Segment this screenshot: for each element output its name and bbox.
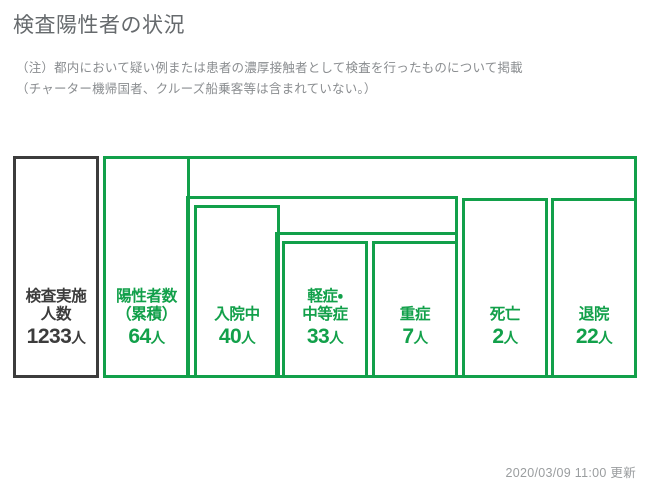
box-discharged-number: 22: [575, 324, 599, 348]
box-positive-unit: 人: [150, 330, 166, 347]
box-severe-number: 7: [402, 324, 414, 348]
box-mild-moderate-value: 33人: [285, 325, 365, 349]
box-discharged[interactable]: 退院 22人: [551, 198, 637, 378]
box-discharged-content: 退院 22人: [554, 306, 634, 375]
box-deaths-content: 死亡 2人: [465, 306, 545, 375]
box-tested[interactable]: 検査実施 人数 1233人: [13, 156, 99, 378]
box-mild-moderate-label-line2: 中等症: [302, 305, 348, 323]
box-severe-unit: 人: [413, 330, 429, 347]
box-hospitalized-unit: 人: [241, 330, 256, 347]
page-title: 検査陽性者の状況: [13, 14, 185, 37]
box-mild-moderate-label: 軽症・ 中等症: [285, 288, 365, 324]
box-tested-unit: 人: [71, 330, 86, 347]
box-mild-moderate-label-line1: 軽症・: [307, 287, 343, 305]
box-hospitalized-value: 40人: [197, 325, 277, 349]
box-tested-content: 検査実施 人数 1233人: [16, 288, 96, 375]
box-tested-number: 1233: [26, 324, 72, 348]
box-severe[interactable]: 重症 7人: [372, 241, 458, 378]
box-discharged-value: 22人: [554, 325, 634, 349]
box-deaths-value: 2人: [465, 325, 545, 349]
box-positive-value: 64人: [106, 325, 187, 349]
box-positive-label-line2: （累積）: [116, 305, 177, 323]
footer-updated-timestamp: 2020/03/09 11:00 更新: [505, 466, 636, 480]
box-tested-label-line2: 人数: [40, 305, 72, 323]
box-severe-label: 重症: [375, 306, 455, 324]
box-hospitalized-label-line1: 入院中: [214, 305, 260, 323]
box-discharged-label: 退院: [554, 306, 634, 324]
box-positive-label-line1: 陽性者数: [116, 287, 177, 305]
box-positive-label: 陽性者数 （累積）: [106, 288, 187, 324]
box-hospitalized[interactable]: 入院中 40人: [194, 205, 280, 378]
box-tested-label-line1: 検査実施: [25, 287, 87, 305]
box-severe-content: 重症 7人: [375, 306, 455, 375]
box-mild-moderate[interactable]: 軽症・ 中等症 33人: [282, 241, 368, 378]
box-positive-content: 陽性者数 （累積） 64人: [106, 288, 187, 375]
box-deaths-unit: 人: [503, 330, 519, 347]
box-deaths-label-line1: 死亡: [489, 305, 521, 323]
box-positive-number: 64: [128, 324, 151, 348]
box-positive[interactable]: 陽性者数 （累積） 64人: [103, 156, 190, 378]
box-deaths-label: 死亡: [465, 306, 545, 324]
box-severe-value: 7人: [375, 325, 455, 349]
box-discharged-label-line1: 退院: [578, 305, 610, 323]
box-tested-label: 検査実施 人数: [16, 288, 96, 324]
box-mild-moderate-content: 軽症・ 中等症 33人: [285, 288, 365, 375]
box-mild-moderate-unit: 人: [329, 330, 344, 347]
note-line-2: （チャーター機帰国者、クルーズ船乗客等は含まれていない。）: [16, 82, 377, 96]
box-tested-value: 1233人: [16, 325, 96, 349]
note-line-1: （注）都内において疑い例または患者の濃厚接触者として検査を行ったものについて掲載: [16, 61, 523, 75]
box-hospitalized-content: 入院中 40人: [197, 306, 277, 375]
box-severe-label-line1: 重症: [399, 305, 431, 323]
box-deaths[interactable]: 死亡 2人: [462, 198, 548, 378]
box-hospitalized-label: 入院中: [197, 306, 277, 324]
box-deaths-number: 2: [492, 324, 504, 348]
box-mild-moderate-number: 33: [306, 324, 330, 348]
note-block: （注）都内において疑い例または患者の濃厚接触者として検査を行ったものについて掲載…: [16, 58, 523, 100]
box-hospitalized-number: 40: [218, 324, 242, 348]
box-discharged-unit: 人: [598, 330, 613, 347]
